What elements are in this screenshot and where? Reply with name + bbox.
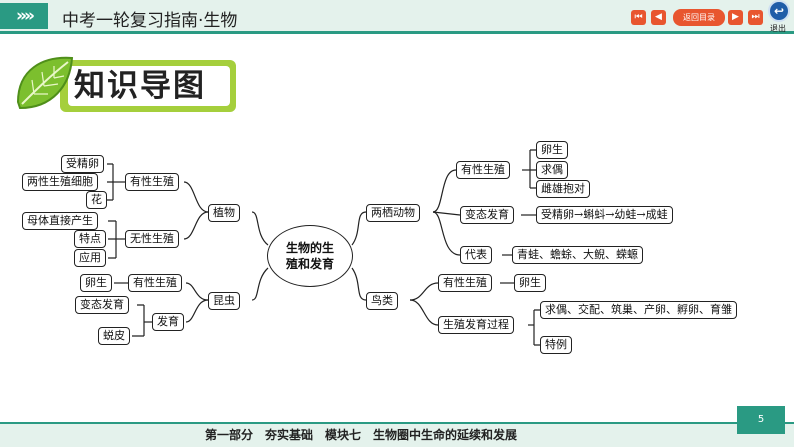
node-insect-development: 发育 [152,313,184,331]
footer-bar [0,424,794,447]
node-frog-life-cycle: 受精卵→蝌蚪→幼蛙→成蛙 [536,206,673,224]
node-two-sex-cells: 两性生殖细胞 [22,173,98,191]
node-plant-asexual-reproduction: 无性生殖 [125,230,179,248]
node-insect-metamorphosis: 变态发育 [75,296,129,314]
badge-inner [68,66,230,106]
node-bird-sexual-reproduction: 有性生殖 [438,274,492,292]
page-title: 中考一轮复习指南·生物 [62,11,238,31]
footer-caption: 第一部分 夯实基础 模块七 生物圈中生命的延续和发展 [205,428,518,442]
node-bird-process: 生殖发育过程 [438,316,514,334]
node-representative: 代表 [460,246,492,264]
node-application: 应用 [74,249,106,267]
node-insect-oviparity: 卵生 [80,274,112,292]
center-topic: 生物的生 殖和发育 [267,225,353,287]
chevron-icon: »» [0,3,48,29]
node-characteristics: 特点 [74,230,106,248]
node-insect-sexual-reproduction: 有性生殖 [128,274,182,292]
node-mother-direct: 母体直接产生 [22,212,98,230]
badge-title: 知识导图 [74,68,206,104]
node-representative-species: 青蛙、蟾蜍、大鲵、蝾螈 [512,246,643,264]
knowledge-map-badge: 知识导图 [8,48,240,118]
exit-icon[interactable]: ↩ [768,0,790,22]
prev-page-button[interactable]: ◀ [651,10,666,25]
exit-button-label[interactable]: 退出 [770,24,786,33]
node-fertilized-egg: 受精卵 [61,155,104,173]
first-page-button[interactable]: ⏮ [631,10,646,25]
node-plant-sexual-reproduction: 有性生殖 [125,173,179,191]
node-special-cases: 特例 [540,336,572,354]
node-amphibians: 两栖动物 [366,204,420,222]
return-menu-button[interactable]: 返回目录 [673,9,725,26]
node-amph-metamorphosis: 变态发育 [460,206,514,224]
leaf-icon [16,56,74,110]
footer-divider [0,422,794,424]
node-bird-process-steps: 求偶、交配、筑巢、产卵、孵卵、育雏 [540,301,737,319]
node-courtship: 求偶 [536,161,568,179]
node-flower: 花 [86,191,107,209]
node-amph-sexual-reproduction: 有性生殖 [456,161,510,179]
last-page-button[interactable]: ⏭ [748,10,763,25]
node-plants: 植物 [208,204,240,222]
node-birds: 鸟类 [366,292,398,310]
node-amph-oviparity: 卵生 [536,141,568,159]
node-molting: 蜕皮 [98,327,130,345]
node-bird-oviparity: 卵生 [514,274,546,292]
next-page-button[interactable]: ▶ [728,10,743,25]
page-number: 5 [737,406,785,434]
node-insects: 昆虫 [208,292,240,310]
node-amplexus: 雌雄抱对 [536,180,590,198]
